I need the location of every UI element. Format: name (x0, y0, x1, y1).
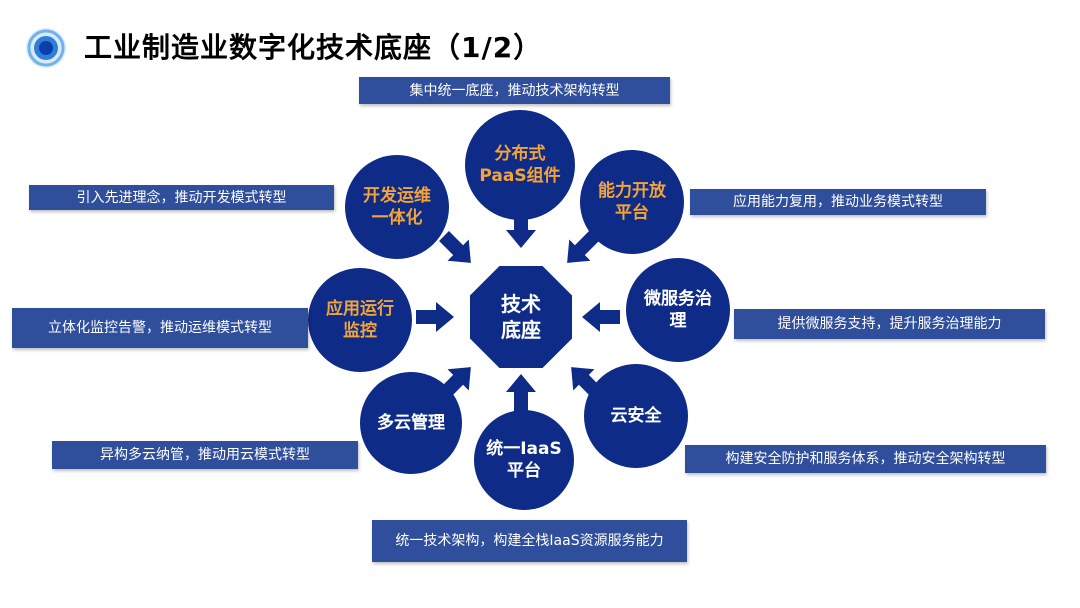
node-unified-iaas: 统一IaaS 平台 (474, 410, 574, 510)
node-app-runtime-monitoring: 应用运行 监控 (308, 268, 412, 372)
banner-devops: 引入先进理念，推动开发模式转型 (29, 185, 334, 210)
node-cloud-security: 云安全 (584, 364, 688, 468)
arrow-from-bottom (506, 374, 536, 412)
arrow-from-left (416, 302, 454, 332)
center-octagon (468, 264, 574, 370)
node-capability-open-platform: 能力开放 平台 (580, 150, 684, 254)
banner-distributed-paas: 集中统一底座，推动技术架构转型 (359, 77, 670, 104)
node-multi-cloud-management: 多云管理 (360, 372, 462, 474)
banner-cloud-security: 构建安全防护和服务体系，推动安全架构转型 (685, 445, 1046, 473)
page-title: 工业制造业数字化技术底座（1/2） (84, 31, 543, 64)
target-logo-icon (26, 28, 66, 68)
node-distributed-paas: 分布式 PaaS组件 (465, 110, 575, 220)
center-label: 技术 底座 (501, 292, 541, 342)
node-devops: 开发运维 一体化 (345, 155, 449, 259)
banner-app-runtime-monitoring: 立体化监控告警，推动运维模式转型 (12, 308, 308, 348)
banner-unified-iaas: 统一技术架构，构建全栈IaaS资源服务能力 (372, 520, 687, 562)
arrow-from-right (582, 302, 620, 332)
node-microservice-governance: 微服务治 理 (626, 258, 730, 362)
banner-microservice-governance: 提供微服务支持，提升服务治理能力 (734, 309, 1045, 339)
banner-capability-open-platform: 应用能力复用，推动业务模式转型 (690, 189, 986, 215)
banner-multi-cloud-management: 异构多云纳管，推动用云模式转型 (52, 441, 358, 469)
